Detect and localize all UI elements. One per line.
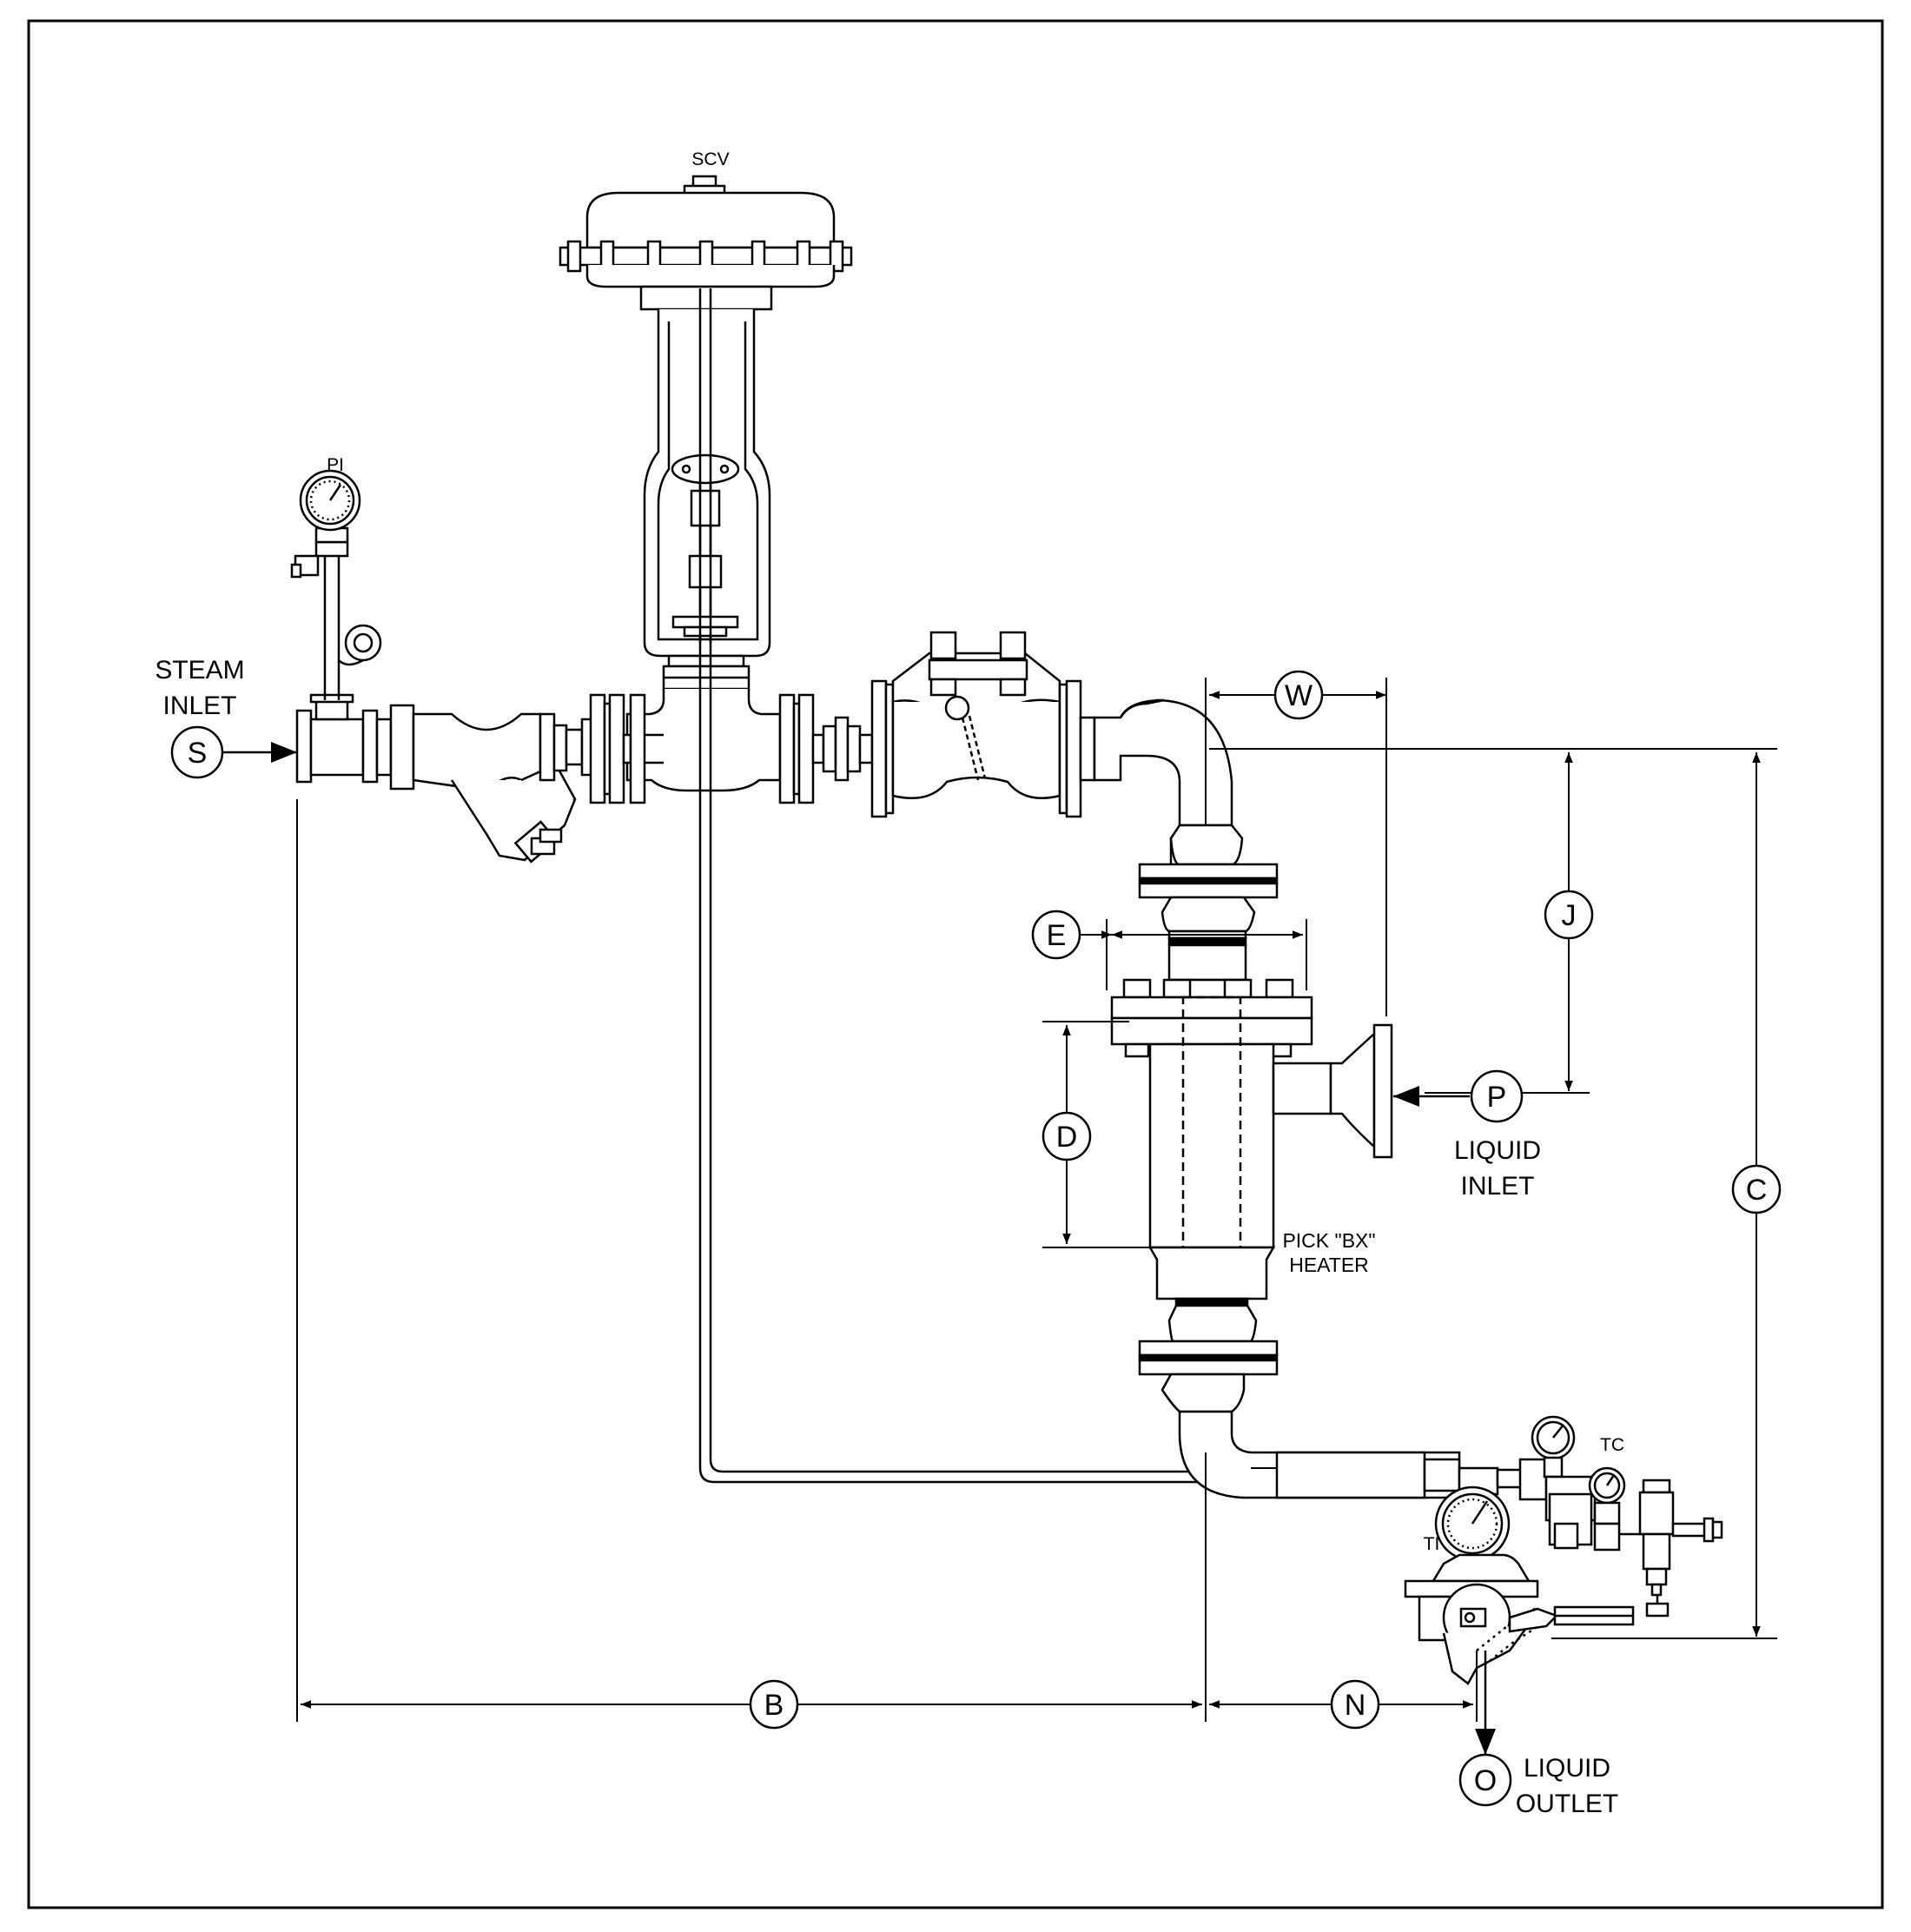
heater-label-line1: PICK "BX" (1282, 1229, 1375, 1252)
pi-pressure-gauge-assembly (290, 469, 382, 700)
pi-label: PI (327, 455, 344, 475)
scv-label: SCV (691, 149, 729, 169)
dim-e-letter: E (1047, 919, 1067, 952)
scv-inlet-flanges (589, 693, 646, 804)
scv-control-valve (559, 175, 853, 792)
tc-controller (1458, 1415, 1723, 1597)
dim-c-letter: C (1746, 1174, 1768, 1207)
y-strainer (375, 704, 577, 863)
steam-connection-letter: S (188, 737, 208, 770)
dim-c-bubble (1731, 1164, 1782, 1214)
liquid-outlet-connection-bubble (1458, 1753, 1512, 1807)
dim-d-bubble (1041, 1111, 1092, 1161)
dim-n-bubble (1330, 1679, 1380, 1730)
dim-b-letter: B (764, 1689, 784, 1722)
outlet-elbow-pipe (1178, 1410, 1461, 1499)
dim-d-letter: D (1056, 1121, 1078, 1154)
heater-upper-reducer (1138, 824, 1279, 999)
liquid-outlet-label-line1: LIQUID (1524, 1754, 1610, 1783)
bx-heater-body (1138, 996, 1279, 1413)
dim-w-letter: W (1285, 679, 1313, 712)
dim-j-bubble (1544, 890, 1594, 940)
dim-b-bubble (749, 1679, 799, 1730)
steam-connection-bubble (170, 725, 224, 779)
steam-inlet-label-line2: INLET (162, 691, 236, 720)
drawing-border (27, 19, 1884, 1909)
signal-tubing (698, 288, 1468, 1484)
liquid-outlet-label-line2: OUTLET (1516, 1790, 1618, 1818)
steam-inlet-label-line1: STEAM (155, 656, 244, 685)
dim-n-letter: N (1345, 1689, 1366, 1722)
scv-outlet-flanges (778, 693, 862, 804)
liquid-inlet-connection-letter: P (1487, 1081, 1507, 1114)
tc-label: TC (1600, 1435, 1624, 1455)
liquid-outlet-connection-letter: O (1474, 1764, 1497, 1797)
dim-j-letter: J (1562, 899, 1577, 932)
reducer-elbow (1079, 698, 1233, 827)
ti-gauge-icon (1434, 1485, 1511, 1562)
steam-inlet-tee (295, 693, 379, 784)
heater-label-line2: HEATER (1289, 1254, 1369, 1276)
liquid-inlet-label-line2: INLET (1460, 1172, 1534, 1201)
dim-w-bubble (1273, 670, 1324, 720)
liquid-inlet-nozzle (1272, 1023, 1393, 1159)
dim-e-bubble (1031, 910, 1081, 960)
liquid-inlet-label-line1: LIQUID (1454, 1136, 1541, 1165)
liquid-inlet-connection-bubble (1470, 1069, 1524, 1123)
three-way-control-valve (1404, 1553, 1670, 1685)
check-valve (858, 631, 1082, 818)
ti-label: TI (1424, 1534, 1440, 1554)
